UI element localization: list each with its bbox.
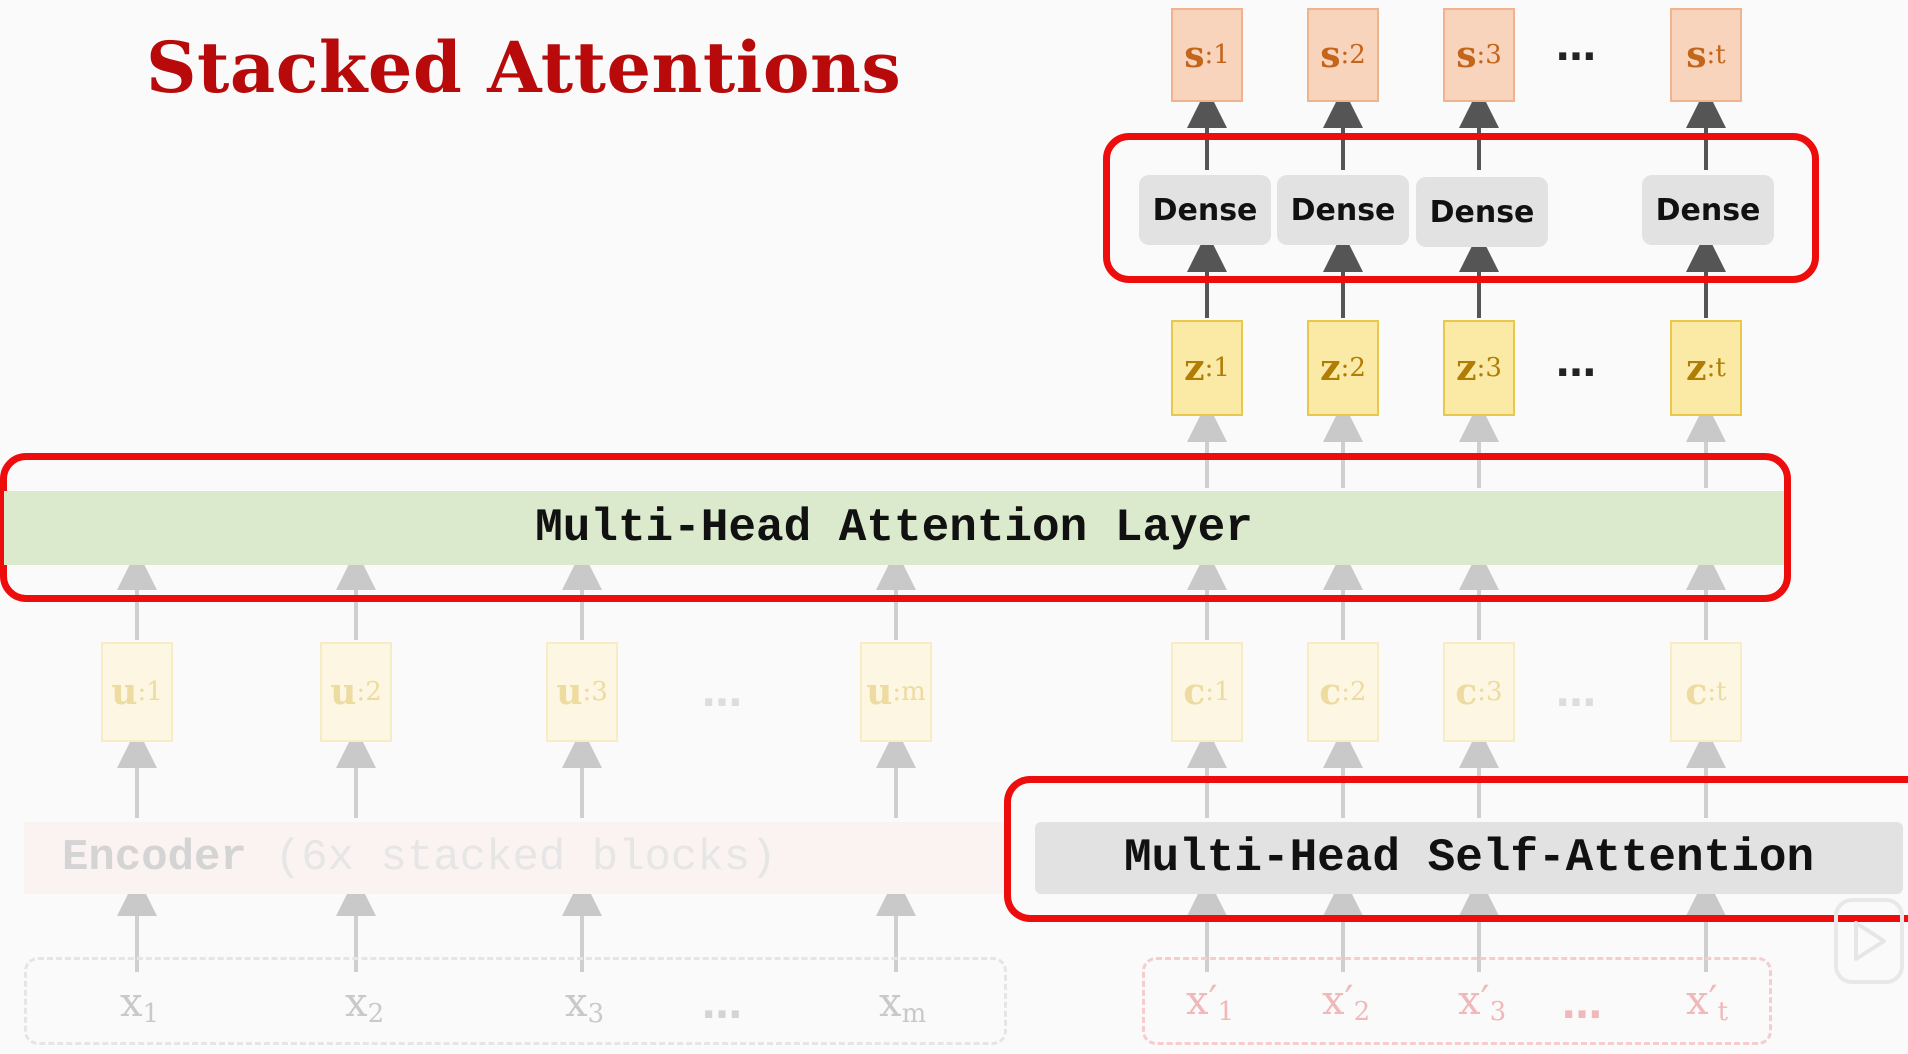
dense-highlight-box (1103, 133, 1819, 283)
encoder-input-xm: xm (879, 980, 927, 1029)
dense-layer-t: Dense (1642, 175, 1774, 245)
z-ellipsis: … (1556, 340, 1602, 386)
decoder-input-ellipsis: … (1562, 982, 1608, 1028)
decoder-input-x3: x′3 (1458, 978, 1507, 1027)
encoder-input-group (24, 957, 1007, 1045)
u-vector-2: u:2 (320, 642, 392, 742)
c-ellipsis: … (1556, 670, 1602, 716)
dense-layer-2: Dense (1277, 175, 1409, 245)
play-badge-icon (1834, 898, 1904, 984)
c-vector-3: c:3 (1443, 642, 1515, 742)
decoder-input-x2: x′2 (1322, 978, 1371, 1027)
c-vector-2: c:2 (1307, 642, 1379, 742)
output-ellipsis: … (1556, 24, 1602, 70)
c-vector-t: c:t (1670, 642, 1742, 742)
dense-layer-1: Dense (1139, 175, 1271, 245)
encoder-name: Encoder (62, 833, 247, 883)
z-vector-1: z:1 (1171, 320, 1243, 416)
encoder-input-x2: x2 (345, 980, 385, 1029)
dense-layer-3: Dense (1416, 177, 1548, 247)
self-attention-highlight-box (1004, 776, 1908, 922)
output-s-t: s:t (1670, 8, 1742, 102)
decoder-input-group (1142, 957, 1772, 1045)
encoder-input-ellipsis: … (702, 982, 748, 1028)
u-vector-m: u:m (860, 642, 932, 742)
mha-highlight-box (0, 453, 1791, 602)
encoder-note: (6x stacked blocks) (274, 833, 777, 883)
multi-head-attention-layer: Multi-Head Attention Layer (4, 491, 1784, 565)
u-ellipsis: … (702, 670, 748, 716)
decoder-input-x1: x′1 (1186, 978, 1235, 1027)
output-s-1: s:1 (1171, 8, 1243, 102)
encoder-block: Encoder (6x stacked blocks) (24, 822, 1009, 894)
z-vector-2: z:2 (1307, 320, 1379, 416)
multi-head-self-attention: Multi-Head Self-Attention (1035, 822, 1903, 894)
u-vector-3: u:3 (546, 642, 618, 742)
output-s-3: s:3 (1443, 8, 1515, 102)
decoder-input-xt: x′t (1686, 978, 1729, 1027)
encoder-input-x3: x3 (565, 980, 605, 1029)
u-vector-1: u:1 (101, 642, 173, 742)
z-vector-3: z:3 (1443, 320, 1515, 416)
encoder-input-x1: x1 (120, 980, 160, 1029)
z-vector-t: z:t (1670, 320, 1742, 416)
output-s-2: s:2 (1307, 8, 1379, 102)
slide-title: Stacked Attentions (146, 26, 902, 109)
c-vector-1: c:1 (1171, 642, 1243, 742)
